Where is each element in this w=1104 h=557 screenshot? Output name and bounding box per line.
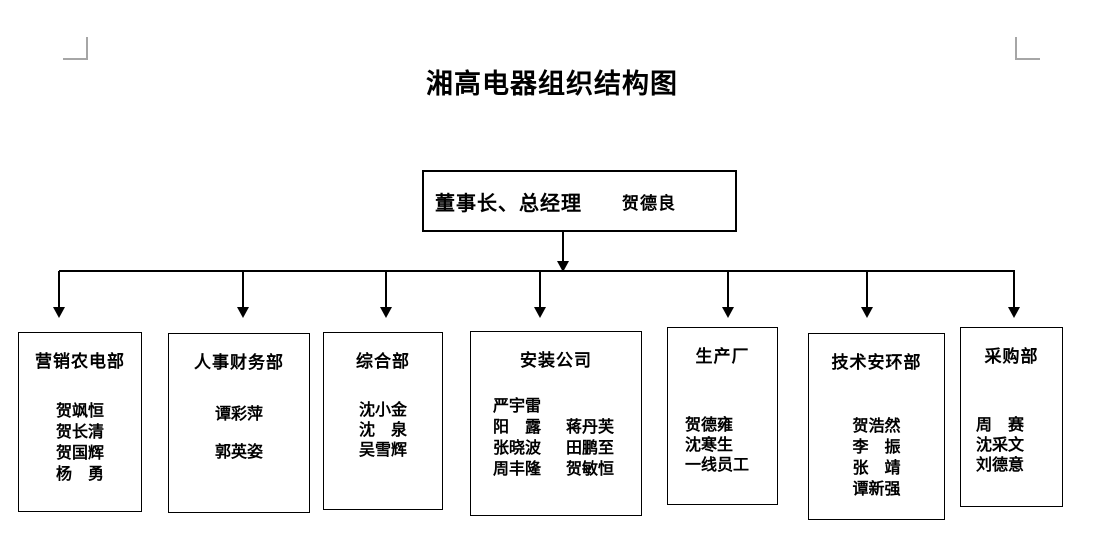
member-name: 沈小金 (358, 402, 407, 419)
dept-box-marketing-rural-power: 营销农电部 贺飒恒 贺长清 贺国辉 杨 勇 (18, 332, 142, 512)
member-name: 一线员工 (685, 457, 750, 474)
root-box-chairman: 董事长、总经理 贺德良 (422, 170, 737, 232)
dept-box-installation-company: 安装公司 严宇雷 阳 露 蒋丹芙 张晓波 田鹏至 周丰隆 贺敏恒 (470, 331, 642, 516)
member-name: 周 赛 (976, 417, 1025, 434)
connector-drop-3 (385, 271, 387, 308)
member-name: 吴雪辉 (358, 442, 407, 459)
member-name: 沈寒生 (685, 437, 734, 454)
connector-stem (562, 232, 564, 262)
member-name: 田鹏至 (566, 440, 615, 457)
connector-drop-1 (58, 271, 60, 308)
member-name: 谭新强 (852, 481, 901, 498)
member-name: 杨 勇 (55, 466, 104, 483)
dept-title: 安装公司 (520, 351, 592, 370)
arrow-down-icon (53, 307, 65, 318)
dept-title: 技术安环部 (831, 353, 922, 372)
member-name: 沈 泉 (358, 422, 407, 439)
dept-title: 生产厂 (695, 347, 750, 366)
connector-drop-5 (727, 271, 729, 308)
page-margin-mark-top-left-vertical (86, 37, 88, 60)
member-name: 贺长清 (55, 424, 104, 441)
member-name: 郭英姿 (214, 444, 263, 461)
connector-bus (59, 270, 1015, 272)
org-chart-title: 湘高电器组织结构图 (426, 69, 678, 99)
member-name: 张 靖 (852, 460, 901, 477)
member-name: 贺国辉 (55, 445, 104, 462)
connector-drop-7 (1013, 271, 1015, 308)
member-name: 蒋丹芙 (566, 419, 615, 436)
dept-box-tech-safety-env: 技术安环部 贺浩然 李 振 张 靖 谭新强 (808, 333, 945, 520)
arrow-down-icon (557, 261, 569, 272)
arrow-down-icon (380, 307, 392, 318)
member-name: 李 振 (852, 439, 901, 456)
dept-title: 综合部 (356, 352, 410, 371)
dept-box-production-plant: 生产厂 贺德雍 沈寒生 一线员工 (667, 327, 778, 505)
root-role-label: 董事长、总经理 (435, 192, 582, 215)
dept-title: 营销农电部 (35, 352, 125, 371)
member-name: 贺飒恒 (55, 403, 104, 420)
connector-drop-4 (539, 271, 541, 308)
arrow-down-icon (534, 307, 546, 318)
member-name: 贺德雍 (685, 417, 734, 434)
member-name: 贺敏恒 (566, 461, 615, 478)
arrow-down-icon (861, 307, 873, 318)
member-name: 严宇雷 (493, 398, 542, 415)
member-name: 张晓波 (493, 440, 542, 457)
connector-drop-6 (866, 271, 868, 308)
member-name: 周丰隆 (493, 461, 542, 478)
page-margin-mark-top-right-horizontal (1015, 58, 1040, 60)
dept-box-general-affairs: 综合部 沈小金 沈 泉 吴雪辉 (323, 332, 443, 510)
member-name: 谭彩萍 (214, 406, 263, 423)
arrow-down-icon (1008, 307, 1020, 318)
member-name: 阳 露 (493, 419, 542, 436)
member-name: 刘德意 (976, 457, 1025, 474)
member-name: 沈采文 (976, 437, 1025, 454)
page-margin-mark-top-right-vertical (1015, 37, 1017, 60)
dept-box-hr-finance: 人事财务部 谭彩萍 郭英姿 (168, 333, 310, 513)
dept-title: 人事财务部 (194, 353, 284, 372)
arrow-down-icon (237, 307, 249, 318)
member-name: 贺浩然 (852, 418, 901, 435)
dept-title: 采购部 (984, 347, 1039, 366)
page-margin-mark-top-left-horizontal (63, 58, 88, 60)
connector-drop-2 (242, 271, 244, 308)
root-person-name: 贺德良 (622, 193, 676, 213)
arrow-down-icon (722, 307, 734, 318)
dept-box-procurement: 采购部 周 赛 沈采文 刘德意 (960, 327, 1063, 507)
